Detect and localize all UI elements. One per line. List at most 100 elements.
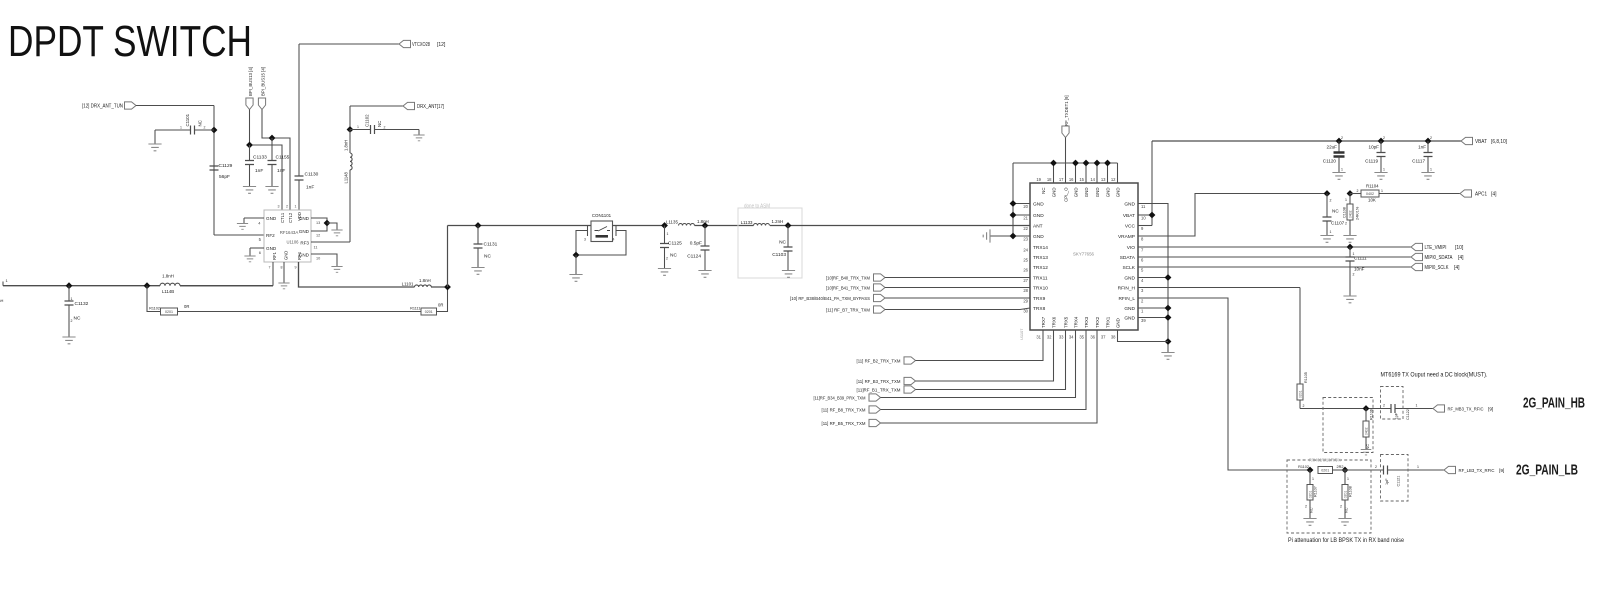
svg-text:TRX11: TRX11	[1033, 276, 1048, 282]
svg-text:0402: 0402	[1366, 192, 1374, 196]
svg-text:1: 1	[1347, 477, 1349, 481]
svg-text:34: 34	[1069, 335, 1074, 340]
svg-text:R1111: R1111	[410, 307, 420, 311]
svg-text:19: 19	[1036, 177, 1041, 182]
svg-text:VCC: VCC	[1125, 224, 1136, 230]
svg-text:NC: NC	[779, 240, 786, 246]
svg-text:TRX8: TRX8	[1033, 306, 1046, 312]
svg-text:1: 1	[1341, 168, 1343, 172]
svg-text:GND: GND	[1033, 213, 1044, 219]
svg-text:0201: 0201	[1309, 491, 1313, 499]
svg-text:1nF: 1nF	[277, 168, 285, 174]
svg-text:2: 2	[1345, 222, 1347, 226]
svg-text:2: 2	[1305, 505, 1307, 509]
svg-text:RFIN_H: RFIN_H	[1118, 286, 1136, 292]
svg-text:2: 2	[666, 257, 668, 261]
svg-text:CPL_O: CPL_O	[1064, 187, 1069, 202]
svg-text:17: 17	[1059, 177, 1064, 182]
svg-text:2: 2	[71, 319, 73, 323]
svg-text:ANT: ANT	[1033, 224, 1043, 230]
svg-text:10pF: 10pF	[1369, 145, 1380, 150]
svg-text:C1121: C1121	[1397, 476, 1401, 487]
svg-text:6: 6	[259, 250, 262, 255]
svg-text:R1107: R1107	[1314, 486, 1318, 497]
svg-text:NC: NC	[1345, 507, 1349, 513]
svg-text:GND: GND	[1033, 202, 1044, 208]
svg-text:2G_PAIN_HB: 2G_PAIN_HB	[1523, 396, 1585, 412]
svg-text:5: 5	[1141, 268, 1144, 273]
svg-text:NC: NC	[670, 253, 677, 259]
svg-text:36: 36	[1090, 335, 1095, 340]
svg-text:GND: GND	[284, 251, 289, 260]
svg-text:NC: NC	[1366, 444, 1370, 450]
svg-text:U1106: U1106	[286, 240, 299, 245]
svg-text:7: 7	[1141, 248, 1144, 253]
svg-text:GND: GND	[1106, 188, 1111, 198]
svg-text:TRX10: TRX10	[1033, 286, 1048, 292]
svg-text:21: 21	[1023, 216, 1028, 221]
svg-text:C1111: C1111	[1354, 256, 1367, 261]
svg-text:9: 9	[295, 266, 297, 270]
svg-text:TRX6: TRX6	[1052, 316, 1057, 328]
svg-text:0402: 0402	[1365, 427, 1369, 435]
svg-text:TRX7: TRX7	[1041, 316, 1046, 328]
svg-text:GND: GND	[266, 216, 277, 221]
svg-text:9: 9	[1141, 226, 1144, 231]
svg-text:R/0402/6/18/R/5%: R/0402/6/18/R/5%	[1309, 458, 1341, 463]
svg-text:GND: GND	[1074, 188, 1079, 198]
svg-text:C1131: C1131	[484, 242, 498, 248]
svg-text:1: 1	[295, 205, 297, 209]
svg-text:37: 37	[1101, 335, 1106, 340]
svg-text:10: 10	[1141, 216, 1146, 221]
svg-text:29: 29	[1023, 299, 1028, 304]
svg-text:0201: 0201	[1321, 469, 1329, 473]
svg-text:2G_PAIN_LB: 2G_PAIN_LB	[1516, 463, 1578, 479]
svg-text:1: 1	[1141, 309, 1144, 314]
svg-text:C1107: C1107	[1331, 221, 1345, 226]
svg-text:3: 3	[1141, 288, 1144, 293]
svg-text:[11] RF_B3_TRX_TXM: [11] RF_B3_TRX_TXM	[857, 379, 901, 385]
svg-text:GND: GND	[1052, 188, 1057, 198]
svg-text:NC: NC	[484, 254, 491, 260]
svg-text:NC: NC	[74, 316, 81, 322]
svg-text:C1122: C1122	[1406, 409, 1410, 420]
svg-text:1: 1	[357, 125, 359, 129]
svg-text:VTCXO28: VTCXO28	[412, 42, 430, 48]
svg-text:[11]RF_B1_TRX_TXM: [11]RF_B1_TRX_TXM	[857, 387, 901, 393]
svg-text:[11] RF_B2_TRX_TXM: [11] RF_B2_TRX_TXM	[857, 358, 901, 364]
svg-text:15: 15	[1079, 177, 1084, 182]
svg-text:NC: NC	[1041, 188, 1046, 194]
svg-text:TRX4: TRX4	[1074, 316, 1079, 328]
svg-text:6: 6	[1141, 258, 1144, 263]
svg-text:R1102: R1102	[149, 307, 160, 311]
svg-text:8: 8	[281, 266, 283, 270]
svg-text:14: 14	[1090, 177, 1095, 182]
svg-text:C1129: C1129	[219, 163, 233, 169]
svg-text:L1133: L1133	[741, 220, 753, 225]
svg-text:2: 2	[1303, 404, 1305, 408]
svg-text:1.8nH: 1.8nH	[419, 278, 431, 283]
svg-text:8: 8	[1141, 237, 1144, 242]
svg-text:GND: GND	[1124, 306, 1135, 312]
svg-text:22uF: 22uF	[1327, 145, 1338, 150]
svg-text:2: 2	[1430, 136, 1432, 140]
svg-text:C1117: C1117	[1412, 159, 1425, 164]
svg-text:[4]: [4]	[1491, 192, 1497, 198]
svg-text:C1155: C1155	[276, 155, 290, 161]
svg-text:4: 4	[258, 221, 261, 226]
svg-text:0201: 0201	[425, 310, 433, 314]
svg-text:C1119: C1119	[1365, 159, 1378, 164]
svg-text:22: 22	[1023, 226, 1028, 231]
svg-text:TRX3: TRX3	[1084, 316, 1089, 328]
svg-text:0R: 0R	[184, 304, 189, 309]
svg-text:GND: GND	[299, 229, 310, 234]
svg-text:23: 23	[1023, 237, 1028, 242]
svg-text:C1108: C1108	[1343, 207, 1347, 218]
svg-text:TRX2: TRX2	[1095, 316, 1100, 328]
svg-text:13: 13	[1101, 177, 1106, 182]
svg-text:[6,8,10]: [6,8,10]	[1491, 139, 1508, 145]
svg-text:VDD: VDD	[297, 212, 302, 221]
svg-text:3: 3	[584, 238, 586, 242]
svg-text:RF2: RF2	[266, 233, 275, 238]
svg-text:2: 2	[204, 126, 206, 130]
